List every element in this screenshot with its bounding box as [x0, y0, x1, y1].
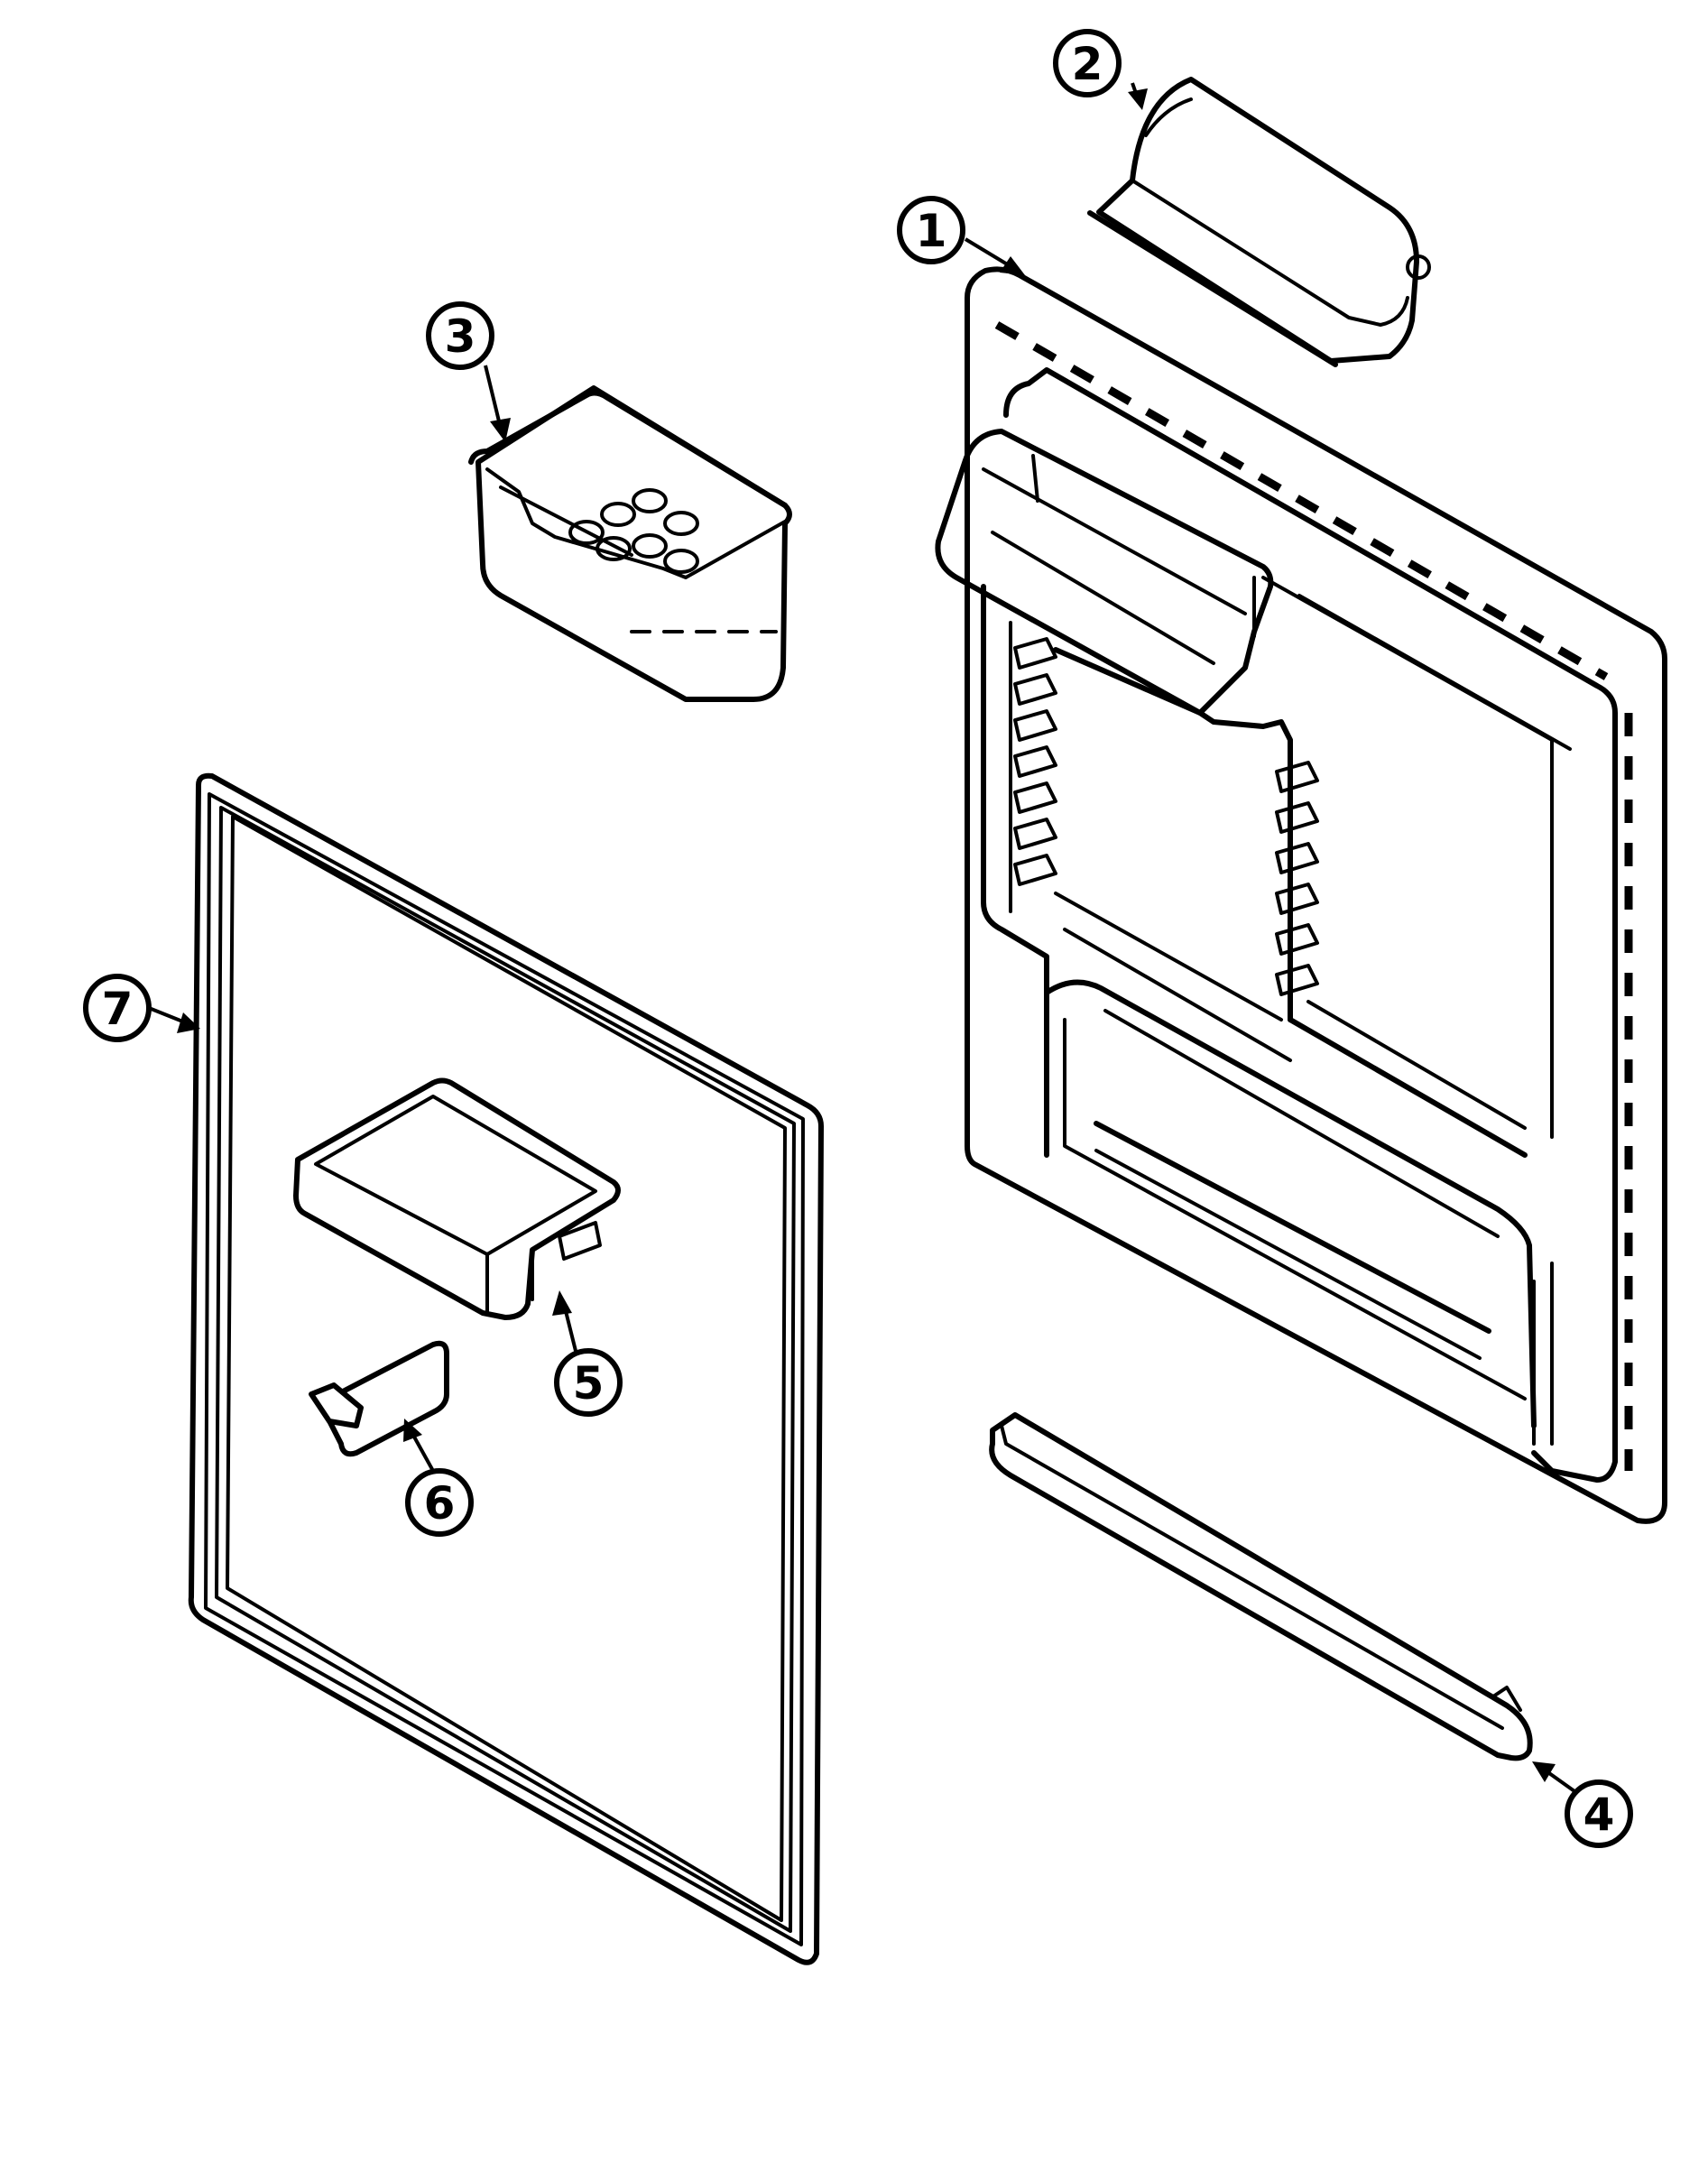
- svg-text:7: 7: [102, 983, 134, 1035]
- part-2-top-cover: [1087, 77, 1431, 367]
- svg-text:3: 3: [445, 310, 476, 363]
- svg-text:5: 5: [573, 1357, 605, 1410]
- callout-3: 3: [426, 301, 494, 370]
- svg-text:6: 6: [424, 1477, 456, 1530]
- part-1-door-liner: [935, 266, 1667, 1524]
- callout-7: 7: [83, 974, 152, 1042]
- callout-1: 1: [897, 196, 965, 264]
- callout-2: 2: [1053, 29, 1122, 97]
- part-4-bottom-trim: [989, 1412, 1533, 1761]
- callout-4: 4: [1565, 1779, 1633, 1848]
- right-shelf-hooks: [1275, 761, 1319, 996]
- part-3-egg-bin: [468, 385, 792, 702]
- callout-5: 5: [554, 1348, 623, 1417]
- callout-6: 6: [405, 1468, 474, 1537]
- leader-lines: [148, 82, 1576, 1793]
- svg-text:2: 2: [1072, 38, 1103, 90]
- svg-text:4: 4: [1583, 1789, 1615, 1841]
- part-7-door-gasket: [188, 772, 824, 1965]
- svg-text:1: 1: [916, 205, 947, 257]
- part-5-door-bin: [293, 1077, 621, 1320]
- left-shelf-hooks: [1013, 637, 1057, 886]
- part-6-clip: [309, 1340, 449, 1457]
